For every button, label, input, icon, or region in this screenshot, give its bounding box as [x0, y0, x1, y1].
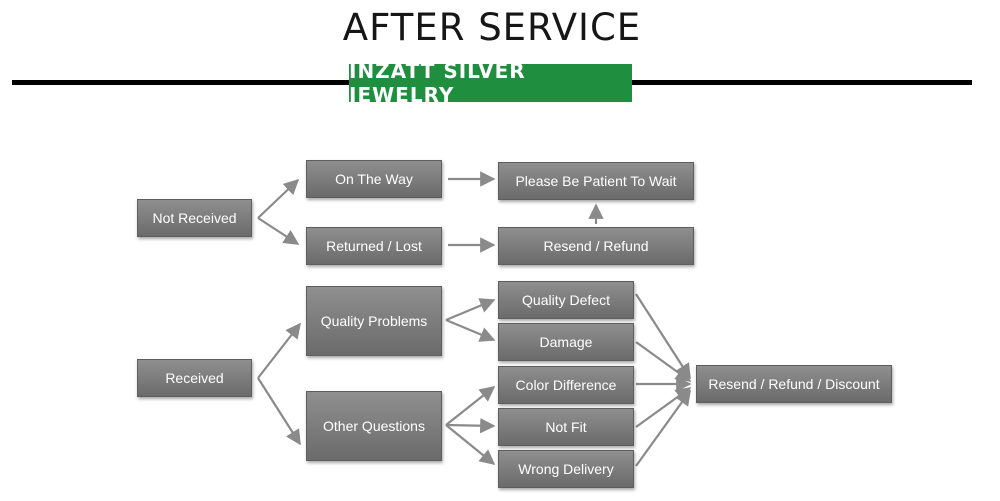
node-not-received: Not Received	[137, 199, 252, 237]
arrow-other-notfit	[445, 418, 496, 434]
node-returned-lost: Returned / Lost	[306, 227, 442, 265]
arrow-received-other	[257, 377, 301, 446]
node-please-wait: Please Be Patient To Wait	[498, 162, 694, 200]
arrow-quality-damage	[445, 318, 496, 342]
node-on-the-way: On The Way	[306, 160, 442, 198]
node-damage: Damage	[498, 323, 634, 361]
node-quality-problems: Quality Problems	[306, 286, 442, 356]
arrow-notfit-discount	[635, 387, 692, 428]
node-wrong-delivery: Wrong Delivery	[498, 450, 634, 488]
arrow-notreceived-returned	[257, 217, 300, 245]
arrow-other-wrong	[445, 424, 496, 465]
node-other-questions: Other Questions	[306, 391, 442, 461]
node-quality-defect: Quality Defect	[498, 281, 634, 319]
arrow-damage-discount	[635, 341, 692, 382]
node-resend-refund-discount: Resend / Refund / Discount	[696, 365, 892, 403]
node-resend-refund: Resend / Refund	[498, 227, 694, 265]
arrow-defect-discount	[635, 293, 691, 380]
page-title: AFTER SERVICE	[342, 6, 642, 49]
node-not-fit: Not Fit	[498, 408, 634, 446]
arrow-wrong-discount	[635, 389, 691, 467]
node-received: Received	[137, 359, 252, 397]
arrow-quality-defect	[445, 298, 496, 322]
arrow-received-quality	[257, 322, 301, 379]
arrow-notreceived-ontheway	[257, 178, 300, 219]
arrow-other-color	[445, 386, 496, 426]
node-color-difference: Color Difference	[498, 366, 634, 404]
